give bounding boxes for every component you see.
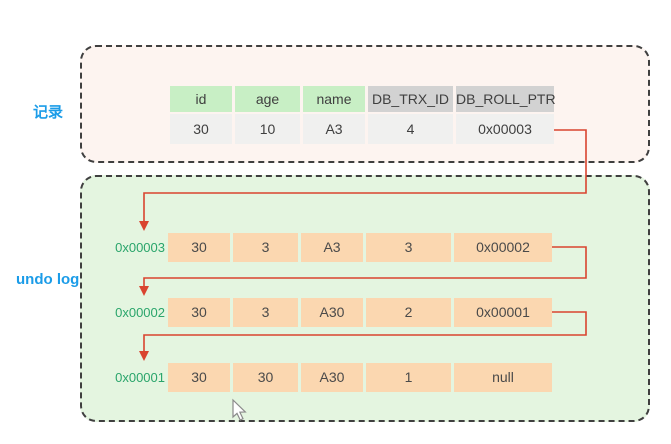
record-table-data-row: 30 10 A3 4 0x00003 xyxy=(170,114,554,144)
record-cell-db-roll-ptr: 0x00003 xyxy=(456,114,554,144)
undo-cell-id: 30 xyxy=(168,298,230,327)
record-section-label: 记录 xyxy=(33,104,64,121)
undo-row-address: 0x00001 xyxy=(115,370,165,385)
record-table: id age name DB_TRX_ID DB_ROLL_PTR 30 10 … xyxy=(170,86,556,144)
undo-cell-age: 3 xyxy=(233,233,298,262)
record-header-age: age xyxy=(235,86,300,112)
undo-cell-age: 30 xyxy=(233,363,298,392)
undo-cell-roll-ptr: 0x00001 xyxy=(454,298,552,327)
undo-log-row: 0x00003 30 3 A3 3 0x00002 xyxy=(100,233,552,262)
record-header-id: id xyxy=(170,86,232,112)
record-cell-age: 10 xyxy=(235,114,300,144)
undo-cell-roll-ptr: null xyxy=(454,363,552,392)
undo-cell-name: A30 xyxy=(301,363,363,392)
undo-cell-name: A3 xyxy=(301,233,363,262)
undo-cell-id: 30 xyxy=(168,233,230,262)
undo-cell-id: 30 xyxy=(168,363,230,392)
record-cell-id: 30 xyxy=(170,114,232,144)
undo-log-row: 0x00002 30 3 A30 2 0x00001 xyxy=(100,298,552,327)
undo-cell-age: 3 xyxy=(233,298,298,327)
undo-cell-trx-id: 2 xyxy=(366,298,451,327)
undo-log-section-label: undo log xyxy=(16,271,80,288)
record-table-header-row: id age name DB_TRX_ID DB_ROLL_PTR xyxy=(170,86,556,112)
record-cell-name: A3 xyxy=(303,114,365,144)
record-cell-db-trx-id: 4 xyxy=(368,114,453,144)
record-header-db-trx-id: DB_TRX_ID xyxy=(368,86,453,112)
undo-cell-roll-ptr: 0x00002 xyxy=(454,233,552,262)
undo-row-address: 0x00002 xyxy=(115,305,165,320)
undo-cell-name: A30 xyxy=(301,298,363,327)
undo-row-address: 0x00003 xyxy=(115,240,165,255)
undo-cell-trx-id: 1 xyxy=(366,363,451,392)
record-header-name: name xyxy=(303,86,365,112)
undo-log-row: 0x00001 30 30 A30 1 null xyxy=(100,363,552,392)
record-header-db-roll-ptr: DB_ROLL_PTR xyxy=(456,86,556,112)
undo-cell-trx-id: 3 xyxy=(366,233,451,262)
